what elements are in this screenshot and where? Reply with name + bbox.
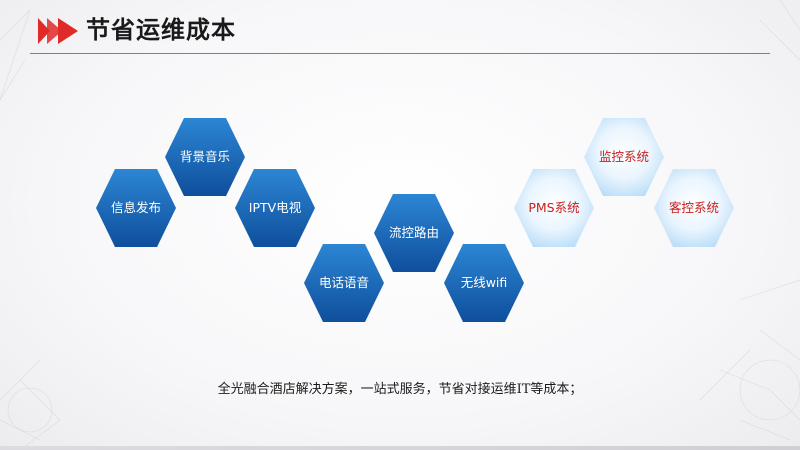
hex-monitoring-system: 监控系统 [583,117,665,197]
hex-label: 背景音乐 [179,149,230,164]
hex-label: PMS系统 [528,200,580,215]
hex-label: 信息发布 [110,200,161,215]
hexagon-shape [235,169,315,247]
hex-label: 电话语音 [318,275,369,290]
hex-pms-system: PMS系统 [513,168,595,248]
hexagon-shape [654,169,734,247]
page-title: 节省运维成本 [86,16,236,44]
hexagon-shape [584,118,664,196]
hexagon-shape [165,118,245,196]
hex-iptv: IPTV电视 [234,168,316,248]
hex-label: IPTV电视 [248,200,302,215]
title-divider [30,53,770,54]
hexagon-shape [444,244,524,322]
hex-wireless-wifi: 无线wifi [443,243,525,323]
hexagon-shape [304,244,384,322]
hexagon-shape [514,169,594,247]
hex-guest-control-system: 客控系统 [653,168,735,248]
hex-telephone: 电话语音 [303,243,385,323]
caption-text: 全光融合酒店解决方案，一站式服务，节省对接运维IT等成本； [217,382,583,397]
hex-label: 无线wifi [460,275,508,290]
hex-background-music: 背景音乐 [164,117,246,197]
hexagon-shape [96,169,176,247]
header-arrows-icon [38,18,78,44]
hex-info-publish: 信息发布 [95,168,177,248]
hex-flow-routing: 流控路由 [373,193,455,273]
hex-label: 流控路由 [388,225,439,240]
hex-label: 监控系统 [598,149,649,164]
hexagon-shape [374,194,454,272]
hex-label: 客控系统 [668,200,719,215]
bottom-bar [0,446,800,450]
